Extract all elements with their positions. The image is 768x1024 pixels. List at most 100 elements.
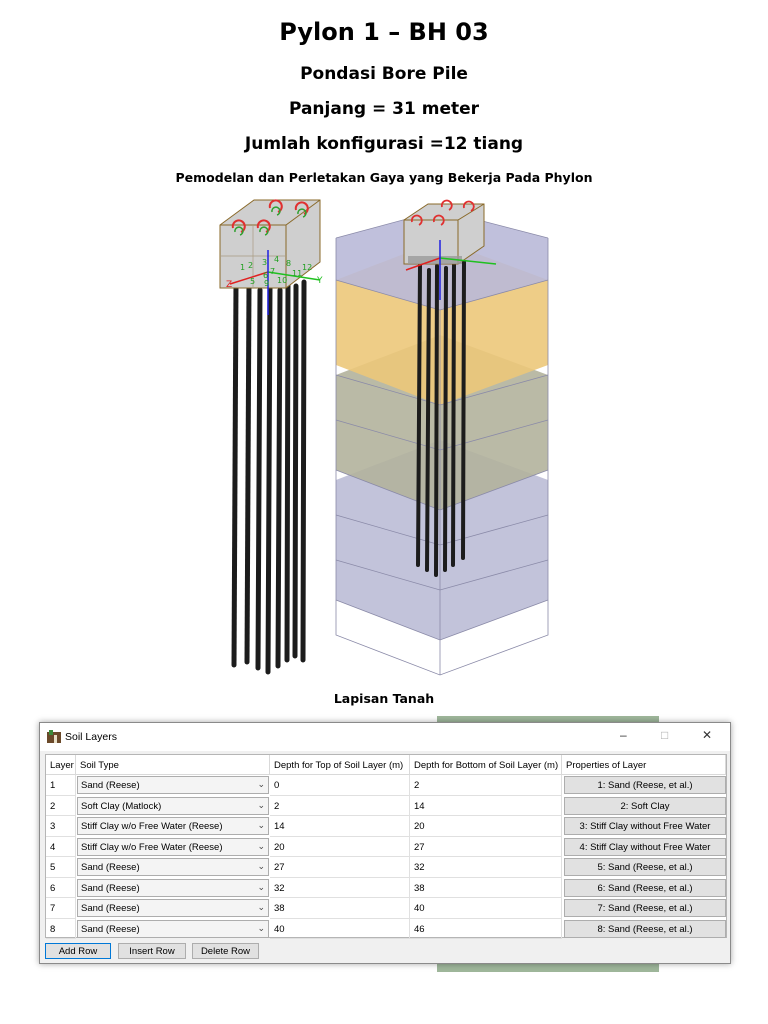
top-depth-field[interactable]: 0 xyxy=(270,775,410,796)
soil-type-select[interactable]: Sand (Reese) ⌄ xyxy=(77,899,269,917)
pile-model-illustration: 1 2 3 4 5 6 7 8 9 10 11 12 Z Y xyxy=(219,199,549,676)
top-depth-field[interactable]: 2 xyxy=(270,795,410,816)
pile xyxy=(292,283,299,659)
bottom-depth-field[interactable]: 20 xyxy=(410,816,562,837)
pile xyxy=(255,287,263,671)
chevron-down-icon: ⌄ xyxy=(257,922,265,933)
table-row: 8 Sand (Reese) ⌄ 40 46 8: Sand (Reese, et… xyxy=(46,918,726,939)
layer-properties-button[interactable]: 6: Sand (Reese, et al.) xyxy=(564,878,726,897)
svg-text:1: 1 xyxy=(240,263,245,272)
table-row: 7 Sand (Reese) ⌄ 38 40 7: Sand (Reese, et… xyxy=(46,898,726,919)
soil-type-select[interactable]: Stiff Clay w/o Free Water (Reese)⌄ xyxy=(77,837,269,856)
svg-text:10: 10 xyxy=(277,276,287,285)
pile xyxy=(265,283,273,675)
delete-row-button[interactable]: Delete Row xyxy=(192,943,259,959)
right-piles xyxy=(416,260,466,577)
top-depth-field[interactable]: 27 xyxy=(270,857,410,878)
pile xyxy=(300,279,307,663)
layer-properties-button[interactable]: 1: Sand (Reese, et al.) xyxy=(564,776,726,794)
chevron-down-icon: ⌄ xyxy=(257,799,265,810)
layer-number: 2 xyxy=(46,795,76,816)
pile xyxy=(425,268,431,572)
soil-type-select[interactable]: Sand (Reese) ⌄ xyxy=(77,919,269,938)
pile xyxy=(451,262,456,567)
layer-properties-button[interactable]: 8: Sand (Reese, et al.) xyxy=(564,919,726,938)
left-piles xyxy=(231,279,307,675)
pile xyxy=(434,264,439,577)
column-header-bottom-depth: Depth for Bottom of Soil Layer (m) xyxy=(410,755,562,775)
column-header-properties: Properties of Layer xyxy=(562,755,726,775)
bottom-depth-field[interactable]: 38 xyxy=(410,877,562,898)
table-row: 5 Sand (Reese)⌄ 27 32 5: Sand (Reese, et… xyxy=(46,857,726,878)
layer-properties-button[interactable]: 4: Stiff Clay without Free Water xyxy=(564,837,726,856)
svg-text:3: 3 xyxy=(262,258,267,267)
top-depth-field[interactable]: 40 xyxy=(270,918,410,939)
top-depth-field[interactable]: 32 xyxy=(270,877,410,898)
maximize-icon[interactable]: □ xyxy=(661,728,669,742)
bottom-depth-field[interactable]: 14 xyxy=(410,795,562,816)
layer-number: 4 xyxy=(46,836,76,857)
chevron-down-icon: ⌄ xyxy=(257,902,265,912)
soil-type-value: Sand (Reese) xyxy=(81,882,140,894)
soil-type-value: Sand (Reese) xyxy=(81,780,140,791)
add-row-button[interactable]: Add Row xyxy=(45,943,111,959)
layer-number: 6 xyxy=(46,877,76,898)
bottom-depth-field[interactable]: 40 xyxy=(410,898,562,919)
y-axis-label: Y xyxy=(316,276,323,286)
chevron-down-icon: ⌄ xyxy=(257,779,265,789)
table-row: 4 Stiff Clay w/o Free Water (Reese)⌄ 20 … xyxy=(46,836,726,857)
layer-number: 3 xyxy=(46,816,76,837)
table-row: 1 Sand (Reese)⌄ 0 2 1: Sand (Reese, et a… xyxy=(46,775,726,796)
chevron-down-icon: ⌄ xyxy=(257,861,265,871)
left-axes xyxy=(229,250,321,315)
table-row: 2 Soft Clay (Matlock) ⌄ 2 14 2: Soft Clay xyxy=(46,795,726,816)
insert-row-button[interactable]: Insert Row xyxy=(118,943,186,959)
pile xyxy=(244,283,252,665)
soil-type-value: Stiff Clay w/o Free Water (Reese) xyxy=(81,841,223,853)
svg-text:7: 7 xyxy=(270,267,275,276)
minimize-icon[interactable]: – xyxy=(620,728,627,742)
soil-type-value: Sand (Reese) xyxy=(81,903,140,914)
layer-properties-button[interactable]: 5: Sand (Reese, et al.) xyxy=(564,858,726,876)
layer-properties-button[interactable]: 7: Sand (Reese, et al.) xyxy=(564,899,726,917)
soil-type-select[interactable]: Sand (Reese) ⌄ xyxy=(77,776,269,794)
soil-layers-caption: Lapisan Tanah xyxy=(333,691,435,706)
bottom-depth-field[interactable]: 27 xyxy=(410,836,562,857)
soil-type-select[interactable]: Stiff Clay w/o Free Water (Reese)⌄ xyxy=(77,817,269,835)
top-depth-field[interactable]: 20 xyxy=(270,836,410,857)
pile xyxy=(231,279,239,668)
bottom-depth-field[interactable]: 46 xyxy=(410,918,562,939)
bottom-depth-field[interactable]: 2 xyxy=(410,775,562,796)
top-depth-field[interactable]: 38 xyxy=(270,898,410,919)
table-row: 6 Sand (Reese) ⌄ 32 38 6: Sand (Reese, et… xyxy=(46,877,726,898)
soil-type-select[interactable]: Soft Clay (Matlock) ⌄ xyxy=(77,796,269,815)
svg-text:12: 12 xyxy=(302,263,312,272)
soil-type-value: Sand (Reese) xyxy=(81,862,140,873)
svg-text:5: 5 xyxy=(250,277,255,286)
soil-layers-table: Layer Soil Type Depth for Top of Soil La… xyxy=(45,754,727,939)
close-icon[interactable]: ✕ xyxy=(702,728,713,742)
svg-text:9: 9 xyxy=(264,279,269,288)
layer-properties-button[interactable]: 3: Stiff Clay without Free Water xyxy=(564,817,726,835)
pile xyxy=(284,279,291,663)
bottom-depth-field[interactable]: 32 xyxy=(410,857,562,878)
soil-type-value: Sand (Reese) xyxy=(81,923,140,935)
pile-configuration: Jumlah konfigurasi =12 tiang xyxy=(244,134,524,154)
column-header-layer: Layer xyxy=(46,755,76,775)
soil-type-select[interactable]: Sand (Reese) ⌄ xyxy=(77,878,269,897)
soil-type-value: Stiff Clay w/o Free Water (Reese) xyxy=(81,821,223,832)
layer-number: 7 xyxy=(46,898,76,919)
svg-text:2: 2 xyxy=(248,261,253,270)
svg-text:11: 11 xyxy=(292,269,302,278)
layer-properties-button[interactable]: 2: Soft Clay xyxy=(564,796,726,815)
soil-type-select[interactable]: Sand (Reese) ⌄ xyxy=(77,858,269,876)
pile xyxy=(416,263,422,567)
layer-number: 8 xyxy=(46,918,76,939)
svg-text:4: 4 xyxy=(274,255,279,264)
chevron-down-icon: ⌄ xyxy=(257,881,265,892)
top-depth-field[interactable]: 14 xyxy=(270,816,410,837)
pile-length: Panjang = 31 meter xyxy=(288,99,480,119)
soil-type-value: Soft Clay (Matlock) xyxy=(81,800,162,812)
column-header-soil-type: Soil Type xyxy=(76,755,270,775)
dialog-title: Soil Layers xyxy=(65,731,117,743)
